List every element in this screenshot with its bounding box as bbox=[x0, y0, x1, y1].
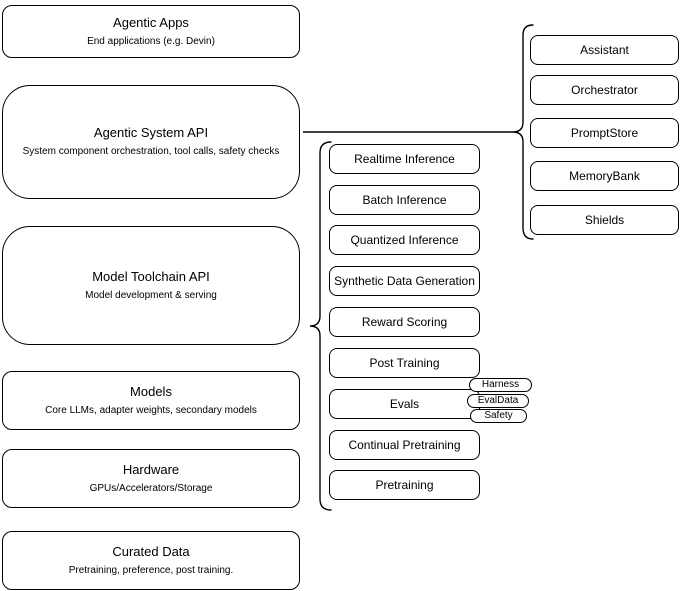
box-label: Quantized Inference bbox=[350, 233, 459, 247]
toolchain-brace-icon bbox=[309, 141, 332, 511]
box-label: Post Training bbox=[369, 356, 440, 370]
box-label: Pretraining bbox=[375, 478, 434, 492]
toolchain-box-batch-inference: Batch Inference bbox=[329, 185, 480, 215]
box-title: Agentic System API bbox=[93, 125, 209, 141]
stack-box-agentic-system-api: Agentic System API System component orch… bbox=[2, 85, 300, 199]
box-label: Reward Scoring bbox=[361, 315, 448, 329]
stack-box-curated-data: Curated Data Pretraining, preference, po… bbox=[2, 531, 300, 590]
component-box-orchestrator: Orchestrator bbox=[530, 75, 679, 105]
component-box-memorybank: MemoryBank bbox=[530, 161, 679, 191]
evals-tag-evaldata: EvalData bbox=[467, 394, 529, 408]
box-title: Models bbox=[130, 383, 172, 399]
box-title: Hardware bbox=[122, 461, 180, 477]
evals-tag-safety: Safety bbox=[470, 409, 527, 423]
toolchain-box-continual-pretraining: Continual Pretraining bbox=[329, 430, 480, 460]
toolchain-box-realtime-inference: Realtime Inference bbox=[329, 144, 480, 174]
pill-label: Harness bbox=[481, 379, 520, 390]
box-label: Continual Pretraining bbox=[348, 438, 461, 452]
toolchain-box-reward-scoring: Reward Scoring bbox=[329, 307, 480, 337]
toolchain-box-quantized-inference: Quantized Inference bbox=[329, 225, 480, 255]
evals-tag-harness: Harness bbox=[469, 378, 532, 392]
stack-box-models: Models Core LLMs, adapter weights, secon… bbox=[2, 371, 300, 430]
box-title: Model Toolchain API bbox=[92, 268, 210, 284]
box-title: Agentic Apps bbox=[113, 14, 189, 30]
box-label: Evals bbox=[389, 397, 420, 411]
box-title: Curated Data bbox=[112, 543, 190, 559]
box-label: Shields bbox=[584, 213, 625, 227]
box-subtitle: System component orchestration, tool cal… bbox=[22, 146, 280, 158]
toolchain-box-pretraining: Pretraining bbox=[329, 470, 480, 500]
box-subtitle: GPUs/Accelerators/Storage bbox=[89, 482, 213, 494]
stack-box-agentic-apps: Agentic Apps End applications (e.g. Devi… bbox=[2, 5, 300, 58]
box-label: Batch Inference bbox=[362, 193, 447, 207]
box-label: Assistant bbox=[580, 43, 629, 57]
stack-box-hardware: Hardware GPUs/Accelerators/Storage bbox=[2, 449, 300, 508]
stack-box-model-toolchain-api: Model Toolchain API Model development & … bbox=[2, 226, 300, 345]
pill-label: Safety bbox=[484, 410, 513, 421]
box-label: PromptStore bbox=[570, 126, 639, 140]
toolchain-box-post-training: Post Training bbox=[329, 348, 480, 378]
box-subtitle: Model development & serving bbox=[85, 289, 217, 301]
component-box-promptstore: PromptStore bbox=[530, 118, 679, 148]
toolchain-box-evals: Evals bbox=[329, 389, 480, 419]
box-label: Synthetic Data Generation bbox=[334, 274, 475, 288]
box-label: Orchestrator bbox=[571, 83, 638, 97]
pill-label: EvalData bbox=[477, 395, 519, 406]
box-subtitle: Pretraining, preference, post training. bbox=[68, 564, 234, 576]
toolchain-box-synthetic-data-generation: Synthetic Data Generation bbox=[329, 266, 480, 296]
box-subtitle: End applications (e.g. Devin) bbox=[87, 35, 215, 47]
component-box-assistant: Assistant bbox=[530, 35, 679, 65]
component-box-shields: Shields bbox=[530, 205, 679, 235]
box-label: MemoryBank bbox=[569, 169, 640, 183]
box-label: Realtime Inference bbox=[354, 152, 455, 166]
box-subtitle: Core LLMs, adapter weights, secondary mo… bbox=[45, 404, 257, 416]
